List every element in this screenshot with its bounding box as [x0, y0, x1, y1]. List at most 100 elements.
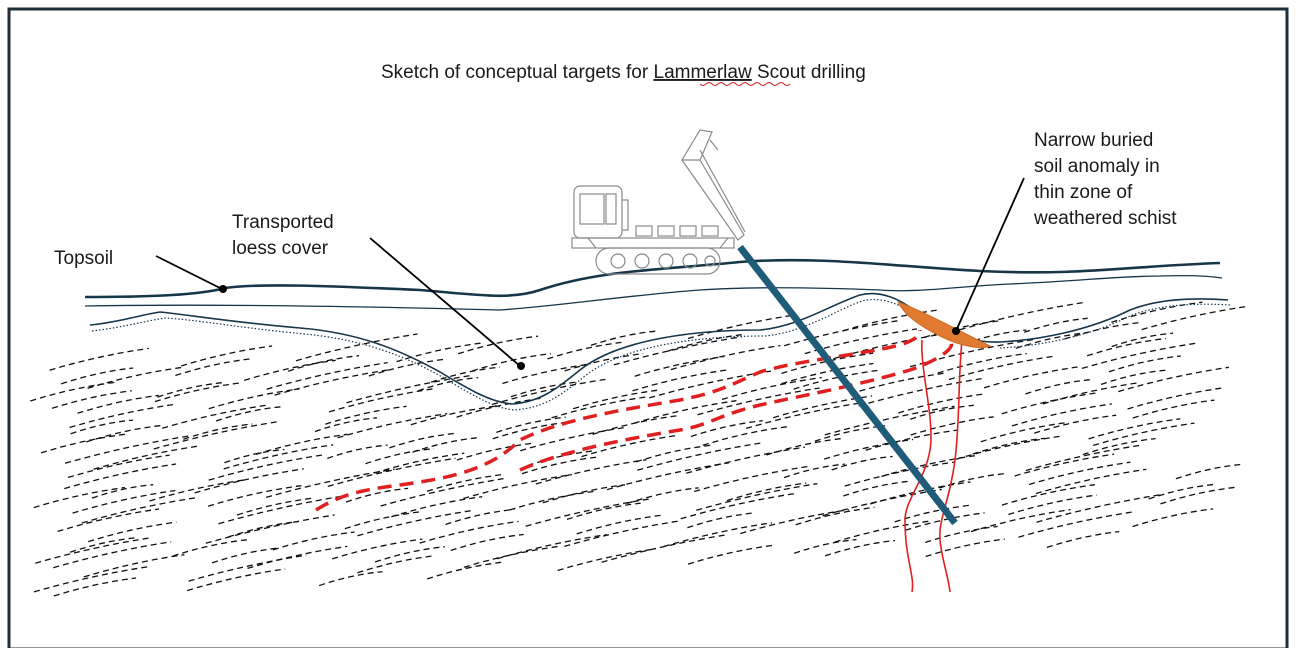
- foliation-stroke: [844, 461, 954, 487]
- foliation-stroke: [520, 426, 628, 452]
- foliation-stroke: [694, 465, 808, 493]
- foliation-stroke: [227, 520, 299, 538]
- foliation-stroke: [823, 438, 914, 460]
- foliation-stroke: [380, 477, 508, 507]
- foliation-stroke: [69, 403, 175, 429]
- foliation-stroke: [265, 468, 395, 499]
- foliation-stroke: [635, 444, 712, 463]
- foliation-stroke: [721, 376, 822, 401]
- foliation-stroke: [1024, 317, 1088, 333]
- foliation-stroke: [843, 480, 911, 497]
- foliation-stroke: [1086, 337, 1166, 357]
- foliation-stroke: [365, 447, 435, 465]
- diagram-border: [7, 7, 1289, 648]
- anomaly-dot: [952, 327, 960, 335]
- foliation-stroke: [40, 433, 126, 454]
- label-topsoil: Topsoil: [54, 248, 113, 269]
- foliation-stroke: [357, 555, 436, 574]
- foliation-stroke: [211, 547, 281, 564]
- foliation-stroke: [77, 394, 159, 414]
- foliation-stroke: [188, 554, 307, 582]
- foliation-stroke: [687, 512, 756, 529]
- foliation-stroke: [557, 548, 656, 572]
- foliation-stroke: [1008, 494, 1097, 516]
- foliation-stroke: [69, 536, 137, 553]
- spellcheck-squiggle: [699, 82, 791, 86]
- foliation-stroke: [1014, 453, 1115, 477]
- foliation-stroke: [1018, 511, 1134, 538]
- foliation-stroke: [686, 446, 806, 474]
- foliation-stroke: [33, 486, 126, 509]
- foliation-stroke: [247, 545, 348, 570]
- foliation-stroke: [670, 344, 781, 371]
- foliation-stroke: [85, 424, 162, 443]
- foliation-stroke: [980, 421, 1069, 443]
- foliation-stroke: [337, 413, 448, 439]
- foliation-stroke: [592, 415, 678, 436]
- foliation-stroke: [793, 369, 880, 390]
- foliation-stroke: [162, 404, 269, 429]
- foliation-stroke: [67, 454, 170, 479]
- vein-dashed: [315, 329, 954, 512]
- foliation-stroke: [542, 484, 626, 504]
- foliation-stroke: [697, 387, 820, 416]
- diagram-title: Sketch of conceptual targets for Lammerl…: [381, 62, 866, 83]
- foliation-stroke: [391, 496, 483, 518]
- foliation-stroke: [426, 473, 504, 492]
- foliation-stroke: [70, 419, 134, 435]
- foliation-stroke: [745, 401, 864, 430]
- foliation-stroke: [295, 333, 418, 362]
- foliation-stroke: [463, 473, 572, 500]
- foliation-stroke: [314, 417, 377, 433]
- foliation-stroke: [183, 423, 253, 440]
- foliation-stroke: [1088, 418, 1181, 440]
- foliation-stroke: [781, 352, 874, 375]
- foliation-stroke: [1011, 403, 1112, 427]
- foliation-stroke: [1100, 369, 1166, 386]
- ground-surface: [84, 258, 1223, 311]
- foliation-stroke: [564, 520, 681, 548]
- foliation-stroke: [373, 452, 465, 474]
- foliation-stroke: [93, 445, 200, 470]
- foliation-stroke: [223, 444, 334, 470]
- foliation-stroke: [49, 347, 149, 371]
- title-link-word: Lammerlaw: [654, 62, 752, 83]
- foliation-stroke: [64, 435, 190, 464]
- foliation-stroke: [822, 488, 942, 517]
- foliation-stroke: [64, 463, 177, 490]
- foliation-stroke: [35, 536, 153, 564]
- foliation-stroke: [274, 369, 390, 396]
- foliation-stroke: [492, 378, 608, 406]
- foliation-stroke: [272, 531, 355, 551]
- foliation-stroke: [266, 361, 388, 390]
- foliation-stroke: [215, 406, 282, 422]
- foliation-stroke: [663, 522, 772, 548]
- foliation-stroke: [153, 421, 279, 450]
- foliation-stroke: [959, 301, 1086, 331]
- foliation-stroke: [831, 455, 893, 471]
- foliation-stroke: [590, 330, 657, 347]
- foliation-stroke: [1036, 493, 1165, 523]
- foliation-stroke: [417, 376, 479, 392]
- foliation-stroke: [1093, 422, 1195, 447]
- foliation-stroke: [445, 508, 515, 526]
- foliation-stroke: [72, 489, 176, 514]
- foliation-stroke: [633, 400, 737, 424]
- leader-dots: [219, 285, 960, 370]
- foliation-stroke: [795, 506, 875, 526]
- foliation-stroke: [502, 363, 591, 385]
- foliation-stroke: [680, 492, 797, 520]
- foliation-stroke: [426, 561, 504, 580]
- foliation-stroke: [325, 405, 407, 425]
- foliation-stroke: [923, 320, 1000, 339]
- foliation-stroke: [51, 390, 132, 409]
- foliation-stroke: [1111, 332, 1174, 348]
- foliation-stroke: [687, 314, 796, 340]
- foliation-stroke: [1118, 366, 1229, 393]
- label-anomaly-line1: Narrow buried: [1034, 130, 1153, 151]
- foliation-stroke: [154, 382, 240, 403]
- foliation-stroke: [939, 473, 1005, 489]
- foliation-stroke: [702, 426, 788, 446]
- foliation-stroke: [30, 381, 116, 402]
